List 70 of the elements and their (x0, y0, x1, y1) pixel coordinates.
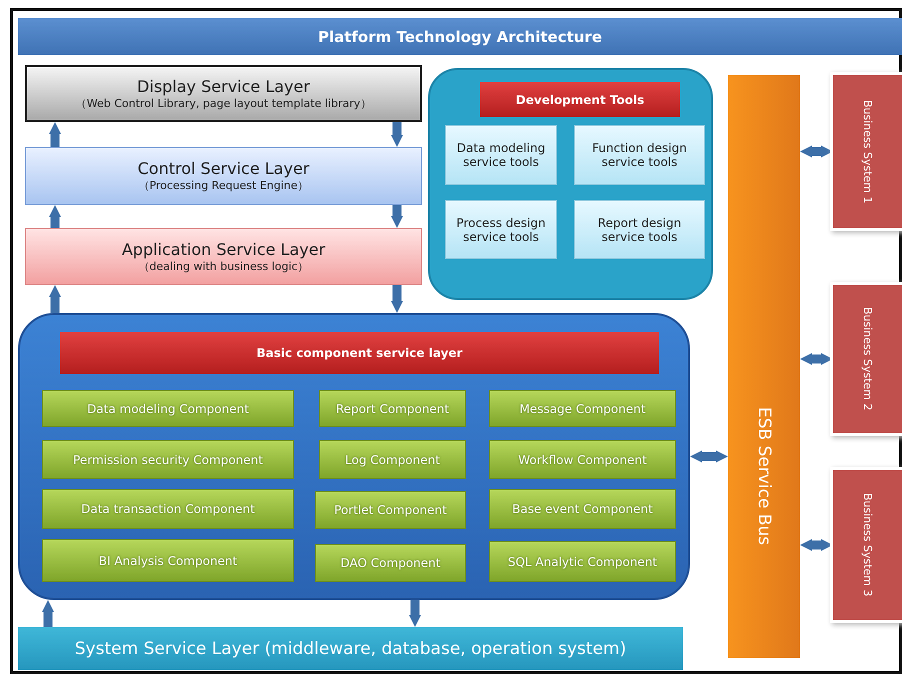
vertical-label: Business System 2 (861, 307, 874, 411)
heading-text: Development Tools (516, 92, 644, 106)
layer-title: Display Service Layer (137, 76, 310, 96)
bus-bar (728, 75, 800, 658)
group-panel (428, 68, 713, 300)
component-label: Data modeling Component (87, 402, 249, 416)
component-box (42, 390, 294, 427)
component-box (315, 491, 466, 529)
tool-box (574, 200, 705, 259)
tool-box (574, 125, 705, 185)
layer-box (25, 228, 422, 285)
layer-box (25, 147, 422, 205)
block-arrow (42, 600, 54, 627)
group-panel (18, 313, 690, 600)
component-label: BI Analysis Component (98, 554, 238, 568)
block-arrow (49, 122, 61, 147)
component-label: Permission security Component (73, 452, 263, 466)
component-label: Message Component (519, 402, 646, 416)
layer-subtitle: （dealing with business logic） (138, 258, 309, 274)
vertical-label: Business System 1 (861, 100, 874, 204)
tool-label: Function design service tools (591, 141, 688, 169)
heading-bar (480, 82, 680, 117)
block-arrow (49, 205, 61, 228)
component-box (489, 390, 676, 427)
double-arrow (690, 450, 728, 462)
double-arrow (800, 353, 833, 365)
component-box (489, 489, 676, 529)
vertical-label: ESB Service Bus (754, 407, 774, 546)
component-box (42, 489, 294, 529)
component-label: SQL Analytic Component (508, 554, 658, 568)
layer-title: Control Service Layer (138, 159, 310, 178)
tool-box (445, 125, 557, 185)
double-arrow (800, 539, 833, 551)
component-box (489, 440, 676, 479)
tool-label: Data modeling service tools (456, 141, 546, 169)
component-label: Workflow Component (518, 452, 647, 466)
tool-label: Process design service tools (455, 216, 547, 244)
block-arrow (391, 285, 403, 313)
heading-bar (60, 332, 659, 374)
component-box (42, 539, 294, 582)
component-label: Log Component (345, 452, 440, 466)
layer-title: System Service Layer (middleware, database, operation system) (74, 638, 626, 658)
block-arrow (49, 285, 61, 313)
heading-text: Basic component service layer (256, 346, 462, 360)
component-label: Report Component (336, 402, 450, 416)
double-arrow (800, 146, 833, 158)
component-label: DAO Component (340, 556, 440, 570)
component-box (319, 440, 466, 479)
component-box (315, 544, 466, 582)
layer-box (18, 627, 683, 670)
title-bar: Platform Technology Architecture (18, 18, 902, 55)
component-label: Base event Component (512, 502, 653, 516)
component-label: Data transaction Component (81, 502, 255, 516)
component-box (319, 390, 466, 427)
tool-box (445, 200, 557, 259)
vertical-label: Business System 3 (861, 493, 874, 597)
block-arrow (391, 122, 403, 147)
layer-subtitle: （Web Control Library, page layout template library） (76, 96, 372, 110)
block-arrow (391, 205, 403, 228)
component-label: Portlet Component (334, 503, 447, 517)
component-box (489, 541, 676, 582)
system-box (833, 285, 902, 433)
block-arrow (409, 600, 421, 627)
tool-label: Report design service tools (596, 216, 682, 244)
layer-title: Application Service Layer (122, 240, 326, 258)
layer-subtitle: （Processing Request Engine） (138, 178, 309, 193)
component-box (42, 440, 294, 479)
layer-box (25, 65, 422, 122)
system-box (833, 470, 902, 620)
system-box (833, 75, 902, 228)
